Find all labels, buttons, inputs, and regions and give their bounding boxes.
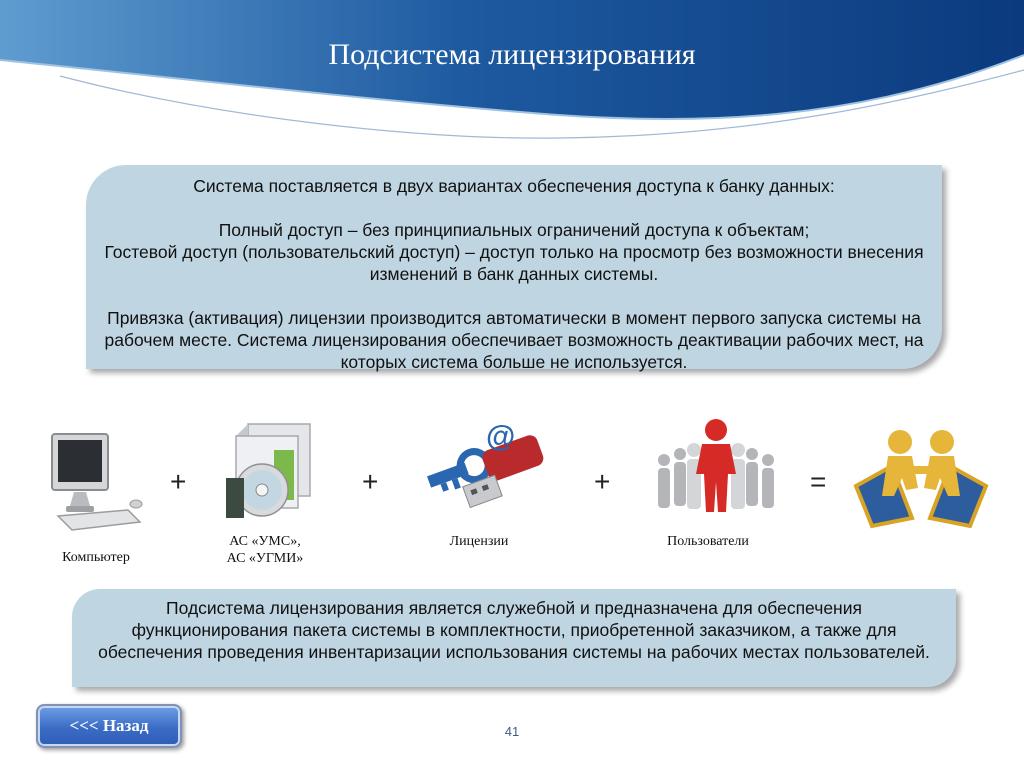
back-button[interactable]: <<< Назад	[36, 704, 182, 748]
software-box-icon	[226, 423, 311, 518]
caption-users: Пользователи	[667, 534, 749, 549]
usb-key-icon: @	[427, 420, 544, 509]
activation-text: Привязка (активация) лицензии производит…	[104, 308, 924, 372]
access-info-box: Система поставляется в двух вариантах об…	[86, 165, 942, 372]
svg-text:@: @	[486, 420, 515, 453]
full-access-text: Полный доступ – без принципиальных огран…	[218, 220, 810, 240]
computer-icon	[51, 433, 143, 531]
plus-sign: +	[170, 466, 187, 497]
header-background	[0, 0, 1024, 139]
page-title: Подсистема лицензирования	[328, 38, 696, 71]
caption-software-line2: АС «УГМИ»	[226, 551, 304, 566]
caption-software-line1: АС «УМС»,	[229, 534, 301, 549]
caption-computer: Компьютер	[62, 550, 130, 565]
caption-software: АС «УМС», АС «УГМИ»	[212, 533, 318, 567]
subsystem-info-box: Подсистема лицензирования является служе…	[72, 589, 956, 687]
subsystem-description: Подсистема лицензирования является служе…	[98, 598, 930, 662]
equals-sign: =	[810, 466, 827, 497]
users-icon	[658, 419, 774, 512]
page-number: 41	[504, 724, 520, 739]
plus-sign: +	[362, 466, 379, 497]
caption-licenses: Лицензии	[449, 534, 509, 549]
intro-text: Система поставляется в двух вариантах об…	[193, 176, 835, 196]
handshake-icon	[853, 430, 989, 529]
plus-sign: +	[594, 466, 611, 497]
guest-access-text: Гостевой доступ (пользовательский доступ…	[104, 242, 924, 284]
